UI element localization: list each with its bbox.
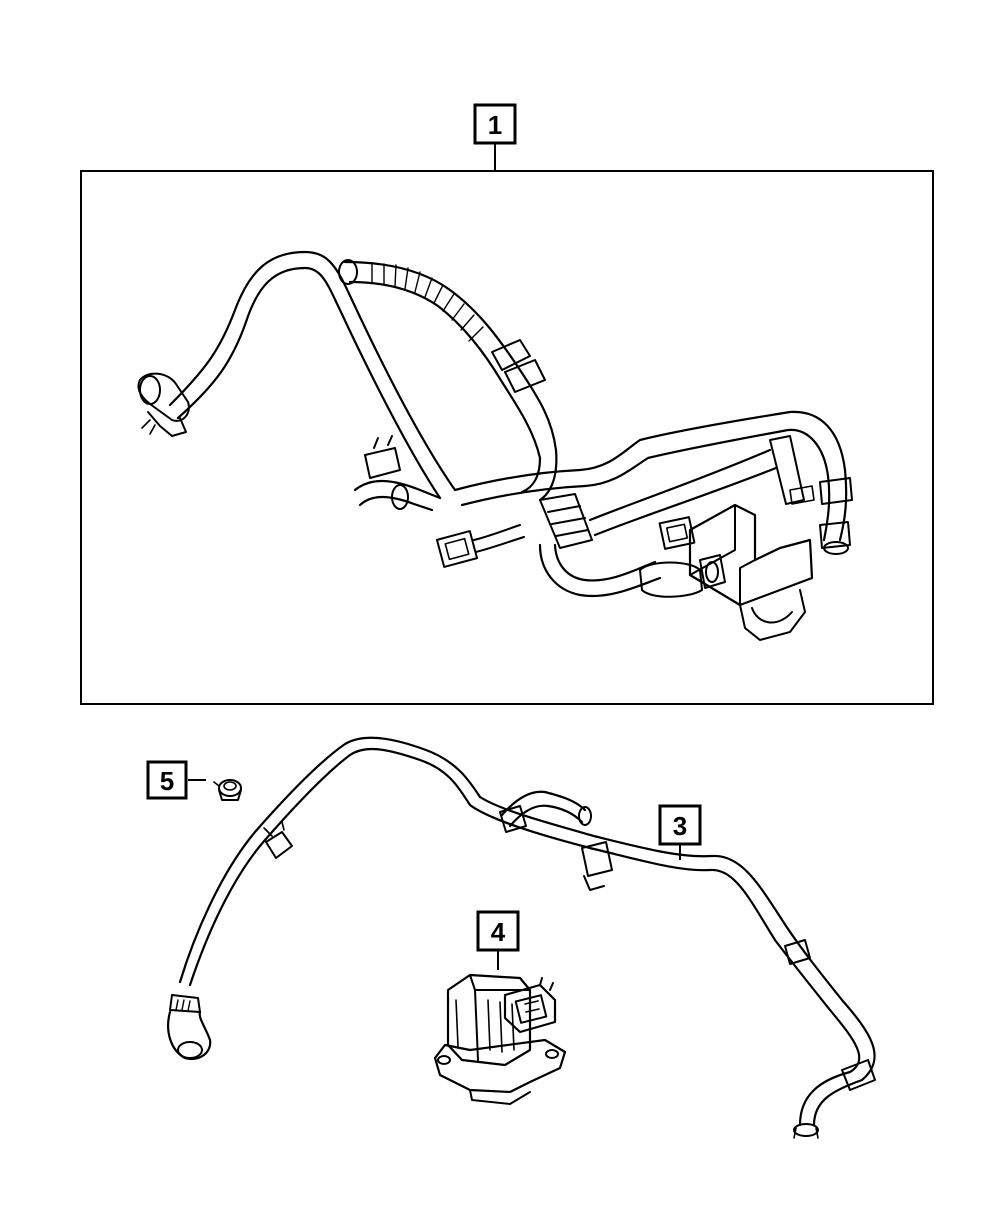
callout-1-label: 1	[488, 110, 502, 140]
callout-1[interactable]: 1	[473, 103, 517, 145]
push-pin-clip[interactable]	[213, 779, 242, 801]
callout-4[interactable]: 4	[476, 910, 520, 952]
callout-5[interactable]: 5	[146, 760, 188, 800]
callout-4-label: 4	[491, 917, 506, 947]
callout-3[interactable]: 3	[658, 804, 702, 846]
callout-3-label: 3	[673, 811, 687, 841]
purge-valve[interactable]	[433, 973, 567, 1105]
assembly-frame	[80, 170, 934, 705]
hose-assembly[interactable]	[137, 250, 853, 641]
vent-hose[interactable]	[167, 736, 876, 1139]
callout-5-label: 5	[160, 766, 174, 796]
